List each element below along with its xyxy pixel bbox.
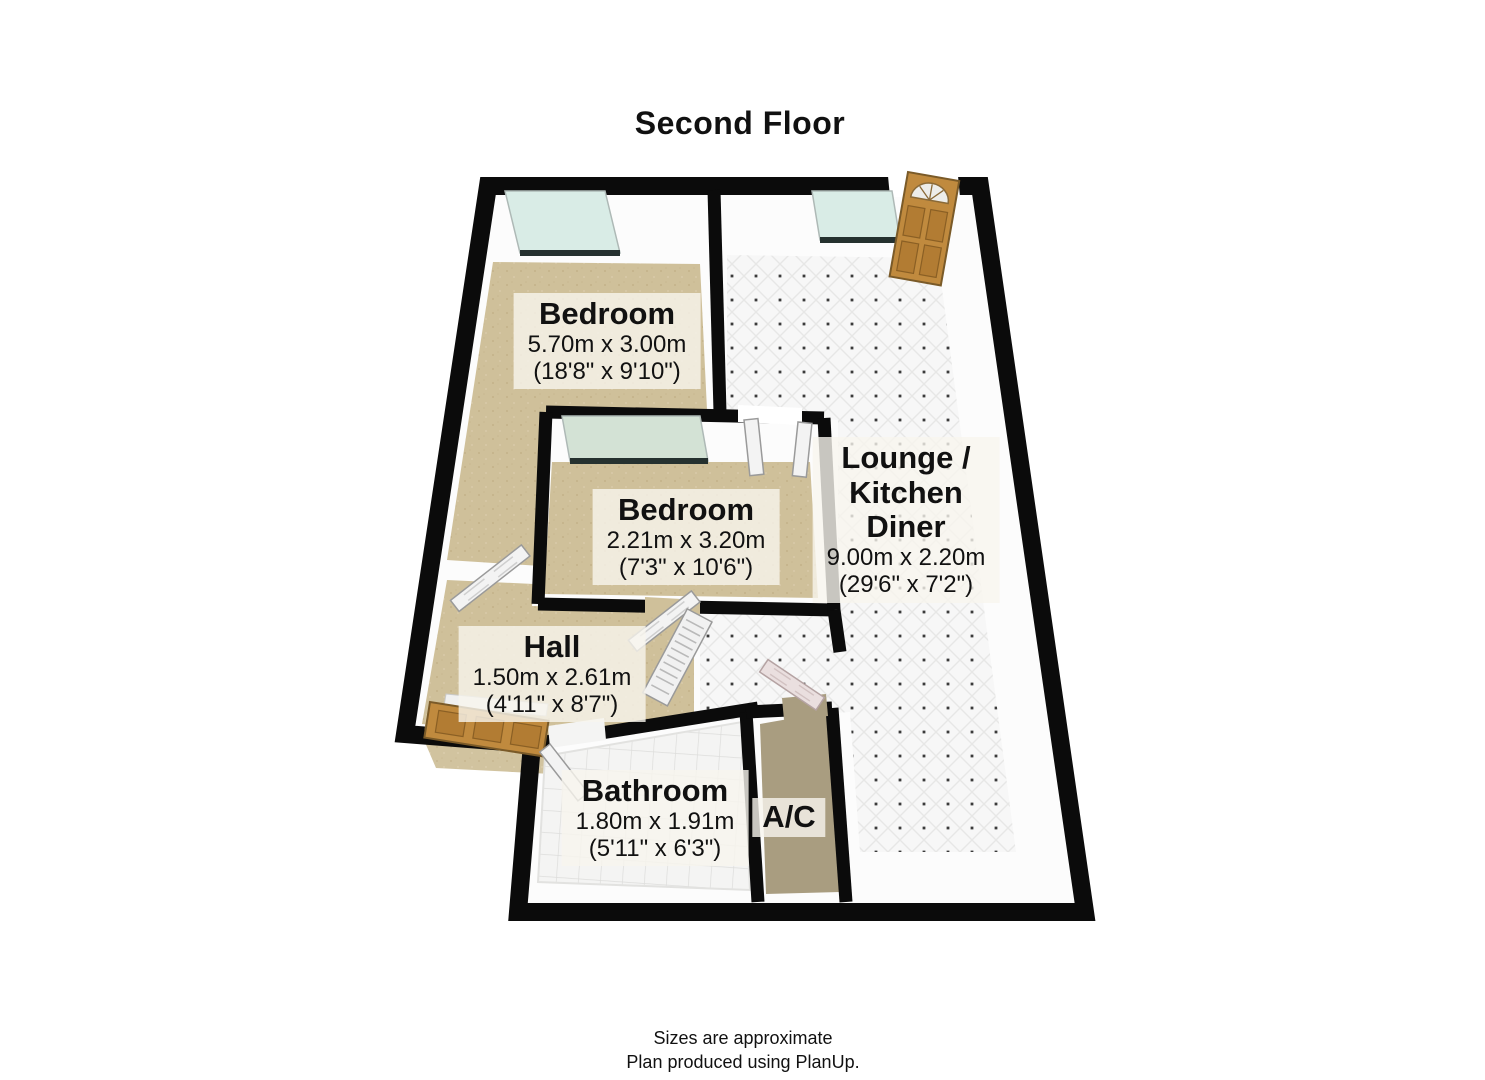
- bedroom2-imperial: (7'3" x 10'6"): [618, 553, 754, 581]
- bedroom2-name: Bedroom: [617, 492, 755, 527]
- room-label-hall: Hall 1.50m x 2.61m (4'11" x 8'7"): [458, 626, 646, 723]
- room-label-ac: A/C: [752, 798, 826, 837]
- lounge-imperial: (29'6" x 7'2"): [838, 571, 974, 599]
- bedroom2-metric: 2.21m x 3.20m: [606, 526, 766, 554]
- outer-wall: [394, 177, 1096, 921]
- wall-ac-right: [825, 707, 853, 903]
- bathroom-name: Bathroom: [581, 773, 729, 808]
- bathroom-imperial: (5'11" x 6'3"): [588, 834, 722, 862]
- wall-bedroom1-lounge: [707, 189, 727, 413]
- hall-metric: 1.50m x 2.61m: [472, 663, 632, 691]
- wall-bedroom2-left: [531, 411, 553, 605]
- lounge-name-line3: Diner: [866, 509, 946, 545]
- footer-line2: Plan produced using PlanUp.: [626, 1052, 860, 1073]
- bedroom1-name: Bedroom: [538, 296, 676, 331]
- room-label-bedroom1: Bedroom 5.70m x 3.00m (18'8" x 9'10"): [513, 293, 701, 390]
- louvered-door-icon: [641, 607, 714, 707]
- lounge-window-icon: [811, 190, 901, 241]
- bathroom-metric: 1.80m x 1.91m: [575, 807, 735, 835]
- bedroom2-door-leaf-left-icon: [743, 417, 765, 477]
- windows: [504, 190, 901, 464]
- footer-line1: Sizes are approximate: [653, 1028, 833, 1048]
- room-label-bedroom2: Bedroom 2.21m x 3.20m (7'3" x 10'6"): [592, 489, 780, 586]
- footer-note: Sizes are approximate Plan produced usin…: [626, 1026, 859, 1075]
- bedroom2-door-leaf-right-icon: [791, 421, 813, 478]
- bathroom-door-opening: [548, 718, 606, 748]
- wall-stub-lounge: [827, 609, 847, 653]
- bedroom2-window-icon: [561, 415, 709, 462]
- page-title: Second Floor: [634, 105, 846, 141]
- hall-imperial: (4'11" x 8'7"): [485, 690, 619, 718]
- bedroom1-door-icon: [449, 543, 532, 613]
- entrance-door-icon: [888, 170, 961, 287]
- wall-bathroom-right: [739, 711, 765, 903]
- lounge-name-line1: Lounge /: [841, 440, 971, 475]
- ac-name: A/C: [762, 799, 816, 834]
- room-label-lounge: Lounge / Kitchen Diner 9.00m x 2.20m (29…: [812, 437, 1000, 603]
- bedroom1-metric: 5.70m x 3.00m: [527, 330, 687, 358]
- bedroom1-imperial: (18'8" x 9'10"): [533, 357, 681, 385]
- lounge-metric: 9.00m x 2.20m: [826, 544, 986, 572]
- hall-name: Hall: [523, 629, 581, 664]
- room-label-bathroom: Bathroom 1.80m x 1.91m (5'11" x 6'3"): [561, 770, 749, 867]
- ac-door-icon: [758, 658, 826, 712]
- bedroom1-window-icon: [504, 190, 621, 254]
- lounge-name-line2: Kitchen: [849, 474, 963, 510]
